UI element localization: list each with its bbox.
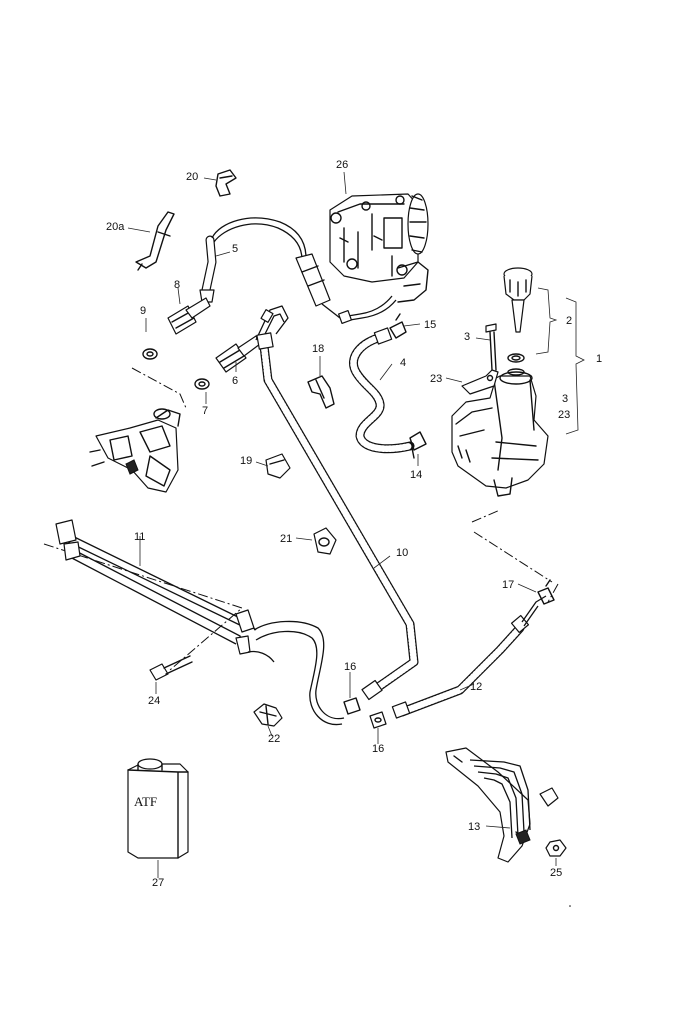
suction-hose-part-4 [349,327,415,454]
label-27: 27 [152,877,164,889]
label-20a: 20a [106,221,125,233]
label-3b: 3 [562,393,568,405]
pad-part-19 [265,453,291,479]
label-23a: 23 [430,373,442,385]
label-16b: 16 [372,743,384,755]
clip-part-22 [253,703,283,727]
hose-clamp-part-16-lower [369,711,387,729]
fluid-reservoir-part-1 [451,368,549,497]
label-19: 19 [240,455,252,467]
power-steering-pump [329,193,429,303]
label-8: 8 [174,279,180,291]
stray-mark [569,905,571,907]
leader-lines [127,171,557,878]
label-22: 22 [268,733,280,745]
pump-pressure-line [337,295,397,325]
label-26: 26 [336,159,348,171]
label-13: 13 [468,821,480,833]
atf-container-part-27: ATF [127,758,189,859]
reservoir-seal-part-3 [507,353,525,363]
label-1: 1 [596,353,602,365]
label-14: 14 [410,469,422,481]
return-hose-part-10 [256,332,419,701]
group-braces [535,287,585,435]
label-4: 4 [400,357,406,369]
label-2: 2 [566,315,572,327]
label-25: 25 [550,867,562,879]
label-5: 5 [232,243,238,255]
bolt-part-3 [485,323,497,371]
cooler-pipes-part-11 [55,519,345,726]
nut-part-25 [545,839,567,857]
label-18: 18 [312,343,324,355]
fitting-part-6 [215,335,261,373]
clip-part-18 [307,375,335,409]
steering-gear-housing [89,408,181,493]
fitting-part-8 [167,297,211,335]
hose-clamp-part-14 [409,431,427,459]
label-6: 6 [232,375,238,387]
label-9: 9 [140,305,146,317]
assembly-centerlines [43,367,559,671]
bracket-part-23 [461,369,499,395]
bracket-part-20a [135,211,175,271]
label-12: 12 [470,681,482,693]
label-11: 11 [134,531,145,543]
hose-clamp-part-16-upper [343,697,361,715]
label-3a: 3 [464,331,470,343]
pressure-line-5 [199,217,341,319]
label-24: 24 [148,695,160,707]
clip-part-20 [215,169,237,197]
atf-label: ATF [134,794,157,809]
bolt-part-24 [149,655,193,681]
seal-ring-part-9 [142,348,158,360]
hose-clamp-part-17 [537,579,555,605]
line-bracket-part-13 [445,747,559,863]
label-10: 10 [396,547,408,559]
hose-clamp-part-15 [389,313,407,339]
clip-part-21 [313,527,337,555]
pipe-to-hose-10 [255,305,289,345]
seal-ring-part-7 [194,378,210,390]
return-hose-part-12 [391,595,547,719]
label-15: 15 [424,319,436,331]
label-21: 21 [280,533,292,545]
label-17: 17 [502,579,514,591]
label-7: 7 [202,405,208,417]
label-23b: 23 [558,409,570,421]
label-16a: 16 [344,661,356,673]
reservoir-cap-part-2 [503,267,533,333]
label-20: 20 [186,171,198,183]
part-labels: 1 2 3 3 4 5 6 7 8 9 10 11 12 13 14 15 16… [106,159,602,889]
